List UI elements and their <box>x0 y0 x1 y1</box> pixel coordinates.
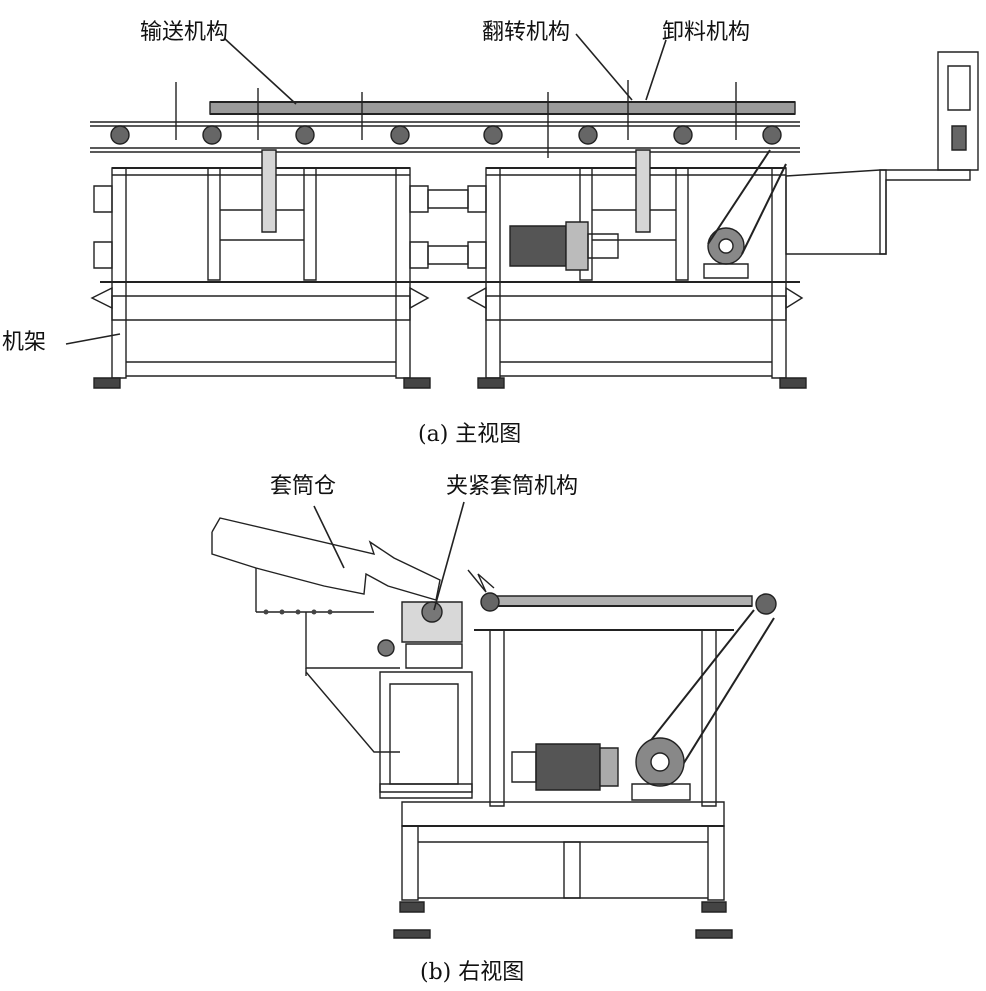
front-view-drawing <box>0 0 986 404</box>
front-view-caption: (a) 主视图 <box>418 422 522 447</box>
right-cylinder <box>636 150 650 232</box>
right-view-panel: 套筒仓 夹紧套筒机构 <box>194 462 794 947</box>
sleeve-bin-label: 套筒仓 <box>270 474 337 499</box>
clamping-mechanism-label: 夹紧套筒机构 <box>446 474 579 499</box>
conveyor-top <box>490 596 752 606</box>
sleeve-bin-hopper <box>212 518 440 600</box>
right-view-caption: (b) 右视图 <box>420 960 525 985</box>
left-cylinder <box>262 150 276 232</box>
flipping-mechanism-label: 翻转机构 <box>482 20 571 45</box>
discharge-chute <box>786 170 970 254</box>
motor <box>510 226 566 266</box>
sprocket-wheels <box>111 126 781 144</box>
unloading-mechanism-label: 卸料机构 <box>662 20 751 45</box>
conveyor-chain <box>210 102 795 114</box>
front-view-panel: 输送机构 翻转机构 卸料机构 机架 <box>0 0 986 404</box>
discharge-tower <box>938 52 978 170</box>
right-view-drawing <box>194 462 794 947</box>
conveying-mechanism-label: 输送机构 <box>140 20 229 45</box>
right-view-motor <box>536 744 600 790</box>
frame-label: 机架 <box>2 330 47 355</box>
